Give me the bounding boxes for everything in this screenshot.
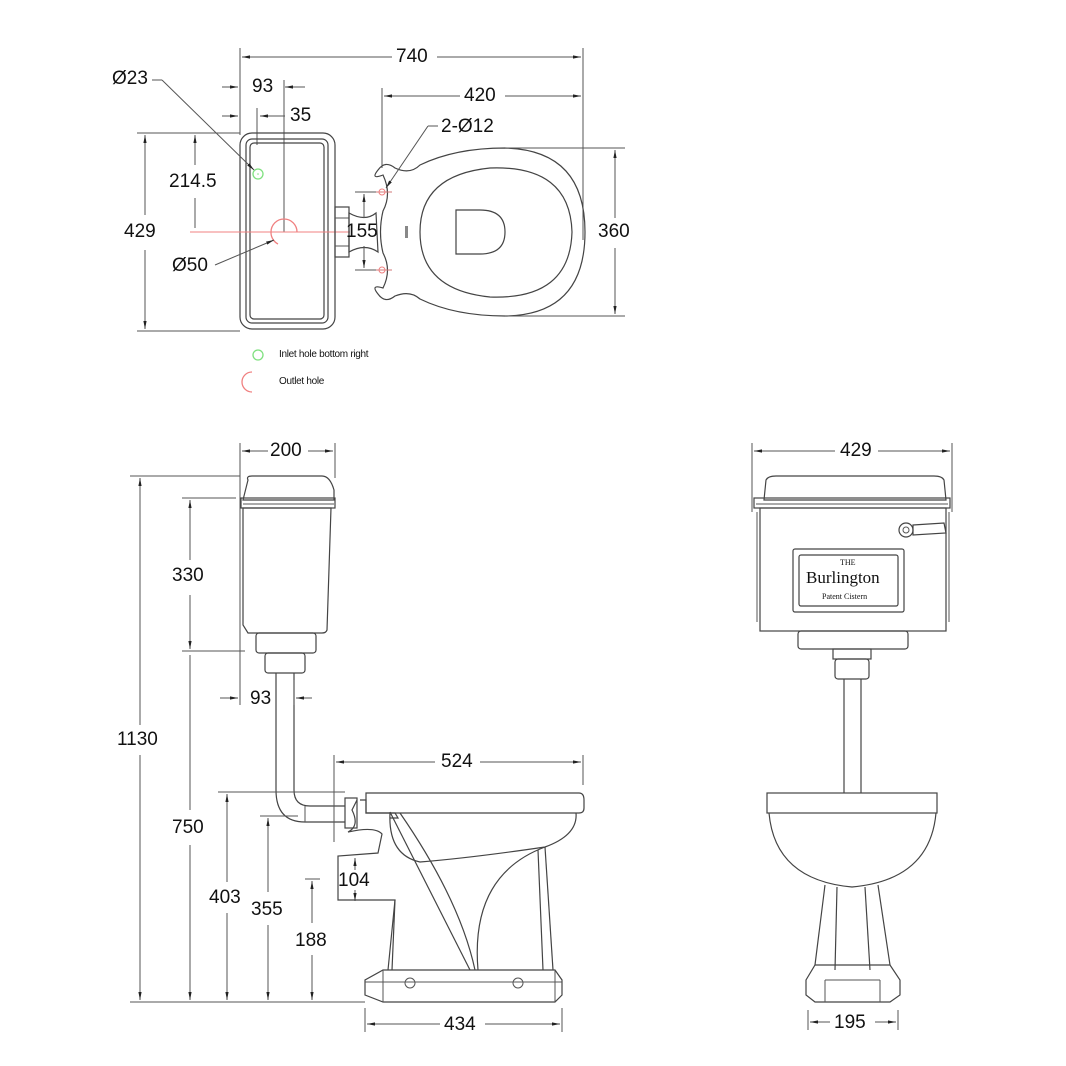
outlet-legend-icon bbox=[241, 371, 253, 393]
top-plan-view bbox=[137, 48, 625, 393]
dim-cistern-width-top: 429 bbox=[124, 221, 156, 242]
plate-subtitle: Patent Cistern bbox=[822, 592, 868, 601]
dim-cistern-width-front: 429 bbox=[840, 440, 872, 461]
legend-outlet-label: Outlet hole bbox=[279, 376, 325, 387]
front-elevation bbox=[751, 443, 953, 1030]
dim-bracket-width: 155 bbox=[346, 221, 378, 242]
dim-inlet-from-top: 214.5 bbox=[169, 171, 217, 192]
dim-cistern-depth: 200 bbox=[270, 440, 302, 461]
dim-pan-width: 360 bbox=[598, 221, 630, 242]
dim-pan-rim-height: 403 bbox=[209, 887, 241, 908]
dim-overall-height: 1130 bbox=[117, 729, 158, 750]
legend-inlet-label: Inlet hole bottom right bbox=[279, 349, 369, 360]
dim-pan-length: 420 bbox=[464, 85, 496, 106]
dim-outlet-diameter: Ø50 bbox=[172, 255, 208, 276]
dim-outlet-height: 188 bbox=[295, 930, 327, 951]
dim-outlet-gap: 104 bbox=[338, 870, 370, 891]
dim-seat-fixing-holes: 2-Ø12 bbox=[441, 116, 494, 137]
dim-base-width: 195 bbox=[834, 1012, 866, 1033]
dim-inlet-offset-inner: 35 bbox=[290, 105, 312, 126]
dim-inlet-height: 355 bbox=[251, 899, 283, 920]
inlet-legend-icon bbox=[252, 349, 264, 361]
dim-overall-length: 740 bbox=[396, 46, 428, 67]
dim-flush-pipe-offset: 93 bbox=[250, 688, 272, 709]
dim-cistern-bottom-height: 750 bbox=[172, 817, 204, 838]
dim-base-depth: 434 bbox=[444, 1014, 476, 1035]
dim-inlet-offset-outer: 93 bbox=[252, 76, 274, 97]
plate-brand-name: Burlington bbox=[806, 568, 880, 587]
side-elevation bbox=[130, 443, 585, 1032]
plate-line-the: THE bbox=[840, 558, 856, 567]
dim-inlet-diameter: Ø23 bbox=[112, 68, 148, 89]
dim-pan-projection: 524 bbox=[441, 751, 473, 772]
dim-cistern-height: 330 bbox=[172, 565, 204, 586]
